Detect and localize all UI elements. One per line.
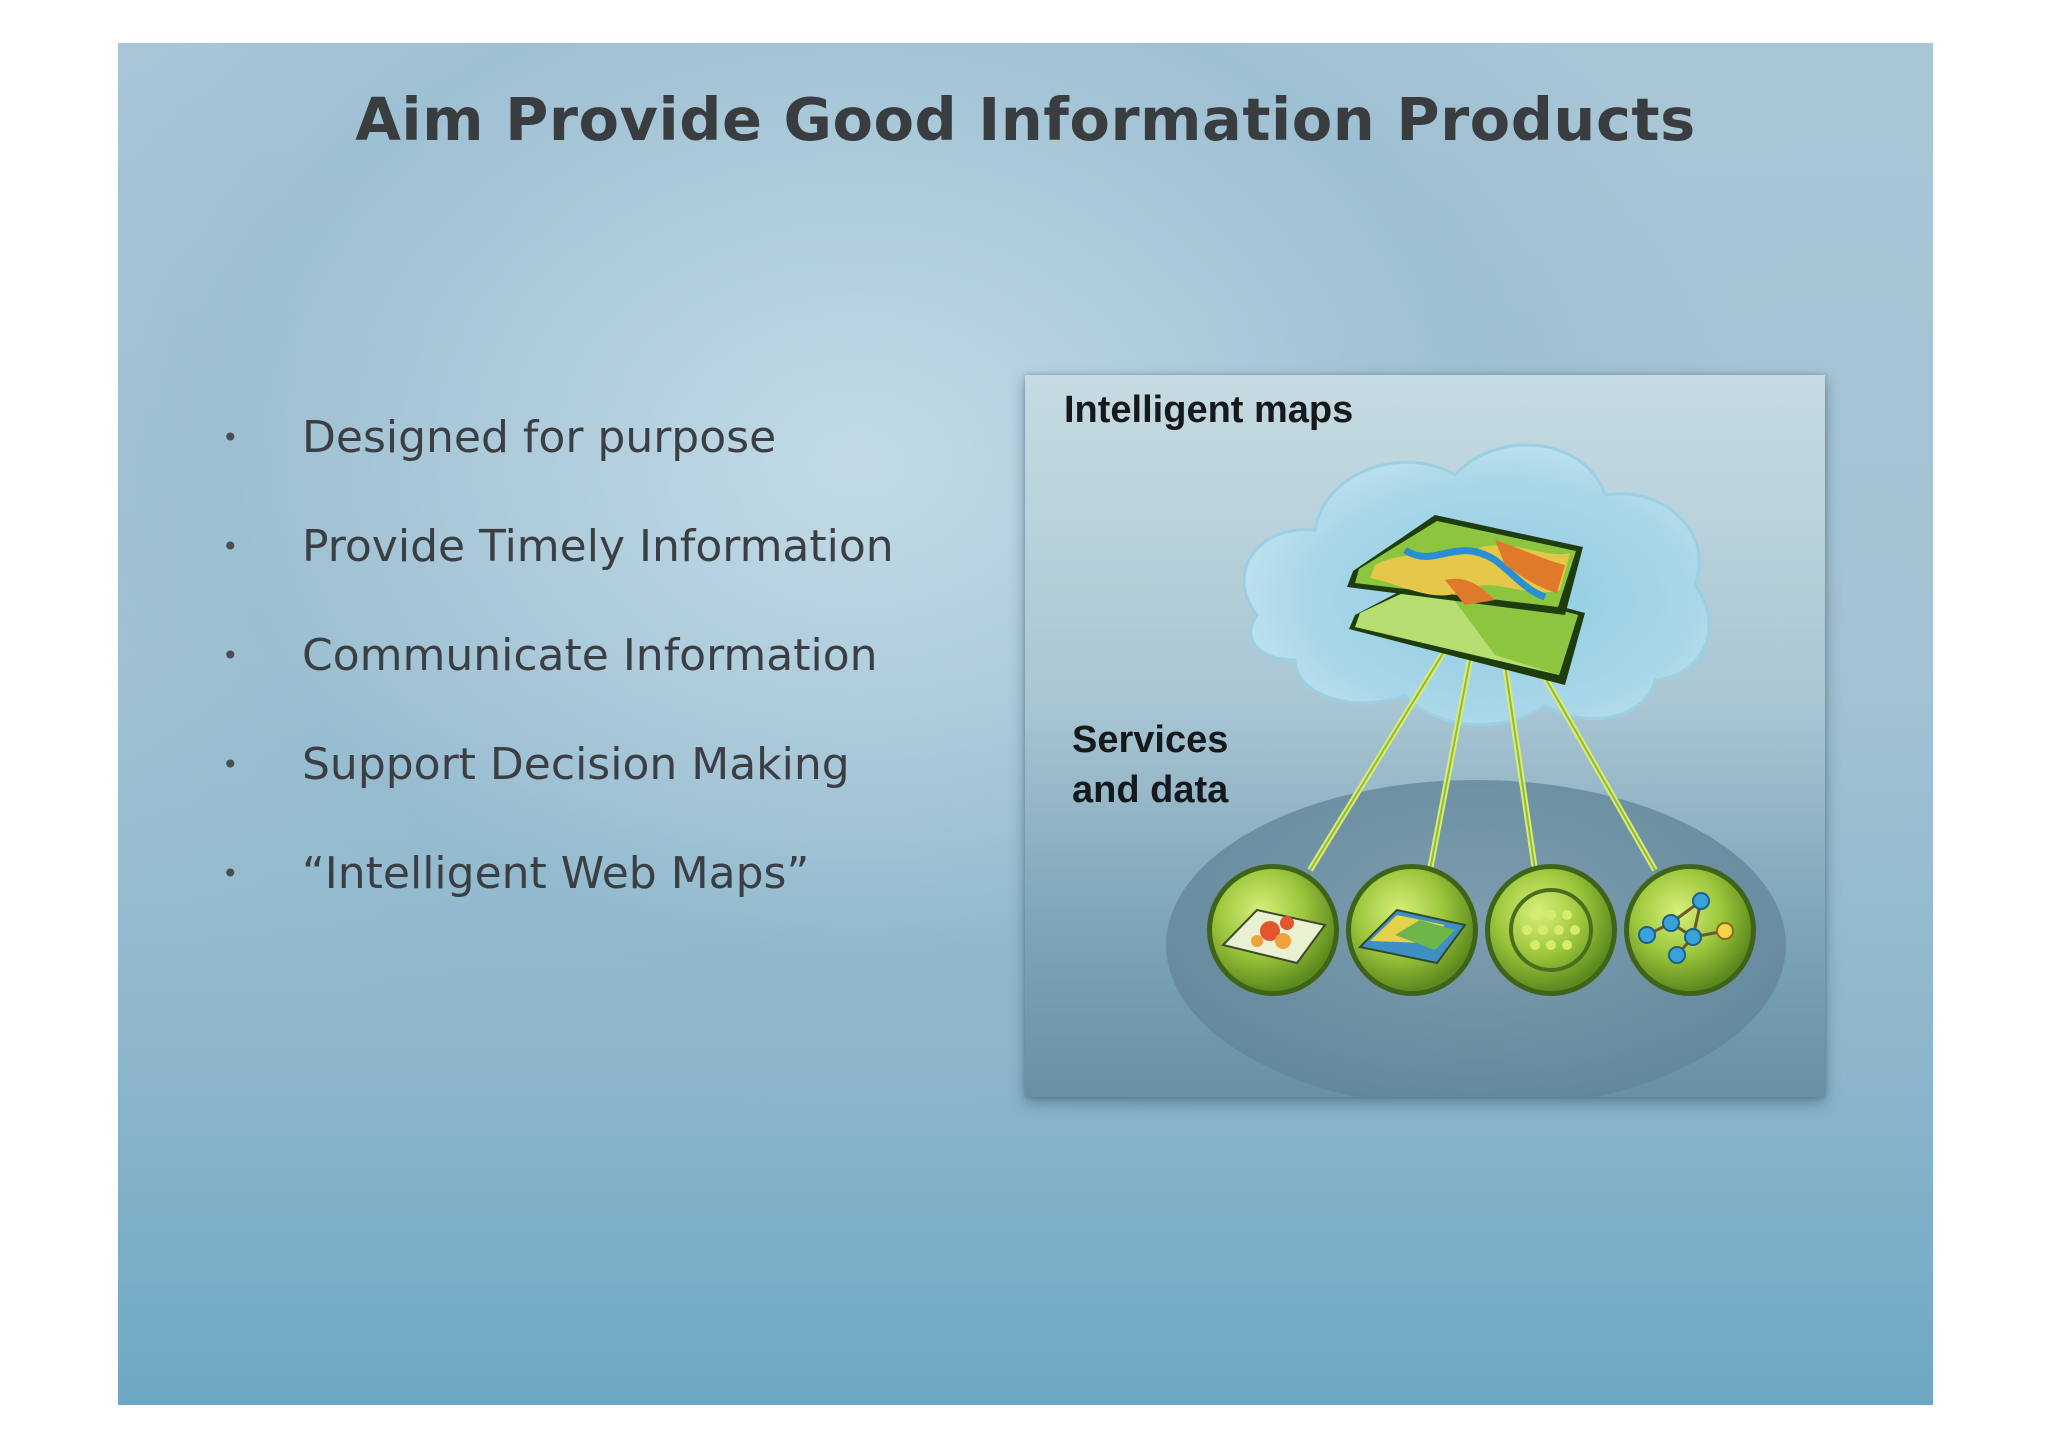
bullet-item: • Communicate Information [222, 601, 894, 710]
bullet-dot: • [222, 639, 239, 672]
bullet-text: Support Decision Making [302, 739, 850, 790]
bullet-item: • “Intelligent Web Maps” [222, 819, 894, 928]
bullet-text: Designed for purpose [302, 412, 777, 463]
grid-points-icon [1485, 864, 1617, 996]
bullet-dot: • [222, 530, 239, 563]
bullet-text: “Intelligent Web Maps” [302, 848, 810, 899]
map-layers-icon [1347, 515, 1585, 685]
slide: Aim Provide Good Information Products • D… [118, 43, 1933, 1405]
bullet-text: Communicate Information [302, 630, 878, 681]
services-label-line2: and data [1072, 769, 1229, 811]
bullet-list: • Designed for purpose • Provide Timely In… [222, 383, 894, 928]
bullet-text: Provide Timely Information [302, 521, 894, 572]
feature-map-icon [1207, 864, 1339, 996]
services-label-line1: Services [1072, 719, 1229, 761]
services-label: Services and data [1072, 715, 1228, 815]
slide-title: Aim Provide Good Information Products [355, 85, 1696, 154]
bullet-dot: • [222, 748, 239, 781]
network-icon [1624, 864, 1756, 996]
terrain-map-icon [1346, 864, 1478, 996]
figure-title: Intelligent maps [1064, 389, 1354, 431]
bullet-dot: • [222, 421, 239, 454]
bullet-dot: • [222, 857, 239, 890]
bullet-item: • Provide Timely Information [222, 492, 894, 601]
bullet-item: • Designed for purpose [222, 383, 894, 492]
figure-illustration [1166, 443, 1786, 1097]
bullet-item: • Support Decision Making [222, 710, 894, 819]
intelligent-maps-figure: Intelligent maps Services and data [1025, 375, 1825, 1097]
